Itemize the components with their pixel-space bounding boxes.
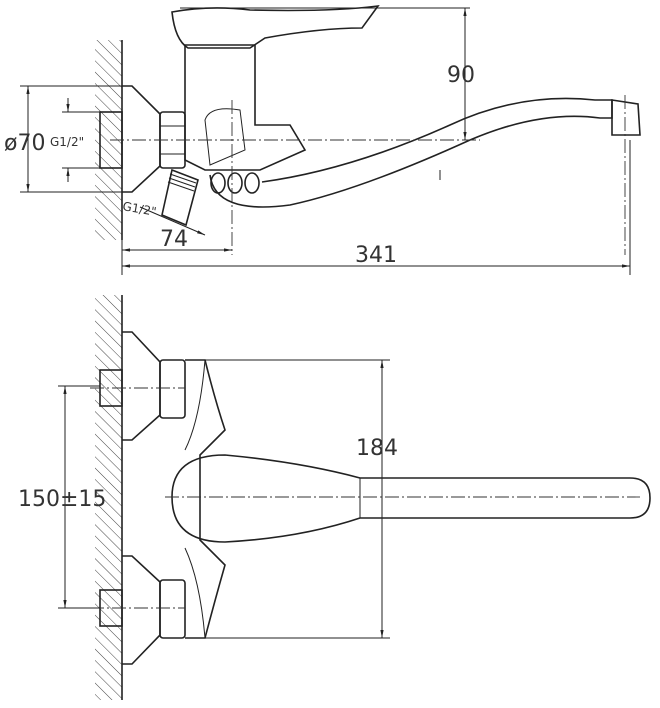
- escutcheon: [122, 85, 161, 193]
- centers-label: 150±15: [18, 487, 106, 512]
- escutcheon-upper: [122, 331, 161, 441]
- spout: [209, 97, 613, 208]
- lever-handle: [171, 4, 380, 49]
- length-label: 341: [355, 243, 397, 268]
- outlet-thread: [161, 168, 199, 227]
- aerator: [611, 99, 641, 136]
- body: [184, 44, 307, 171]
- nut-upper: [159, 359, 186, 419]
- side-view: ø70 G1/2" G1/2" 74 341 90: [4, 4, 641, 275]
- thread-label-outlet: G1/2": [121, 199, 157, 219]
- front-view: 184 150±15: [18, 295, 651, 700]
- body-front: [185, 359, 226, 639]
- wall-hatch-bottom: [95, 295, 122, 700]
- thread-label-inlet: G1/2": [50, 135, 84, 149]
- nut-lower: [159, 579, 186, 639]
- depth-label: 74: [160, 227, 188, 252]
- height-label: 90: [447, 63, 475, 88]
- lever-front: [171, 454, 651, 543]
- escutcheon-lower: [122, 555, 161, 665]
- spout-height-label: 184: [356, 436, 398, 461]
- diameter-label: ø70: [4, 131, 45, 156]
